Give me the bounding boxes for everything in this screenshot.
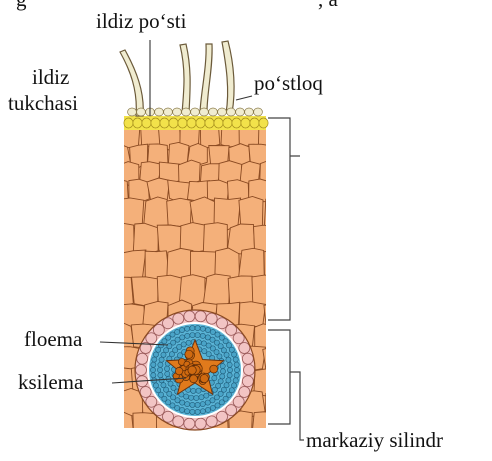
label-postloq: po‘stloq	[254, 72, 323, 94]
central-cylinder	[135, 310, 255, 430]
cortex-bracket	[268, 118, 300, 320]
label-ildiz-posti: ildiz po‘sti	[96, 10, 186, 32]
root-hair-middle-2	[200, 44, 212, 112]
root-hair-left	[120, 50, 143, 116]
label-top-cut: g	[16, 0, 27, 10]
root-hair-middle-1	[180, 44, 190, 113]
label-ildiz-tukchasi-2: tukchasi	[8, 92, 78, 114]
label-floema: floema	[24, 328, 82, 350]
root-hair-base-cells	[128, 108, 263, 116]
root-hair-right	[222, 41, 234, 113]
label-top-cut-right: , a	[318, 0, 338, 10]
label-markaziy-silindr: markaziy silindr	[306, 429, 443, 451]
stele-bracket	[268, 330, 304, 440]
label-ksilema: ksilema	[18, 371, 83, 393]
label-ildiz-tukchasi-1: ildiz	[32, 66, 69, 88]
leader-postloq	[236, 96, 252, 100]
